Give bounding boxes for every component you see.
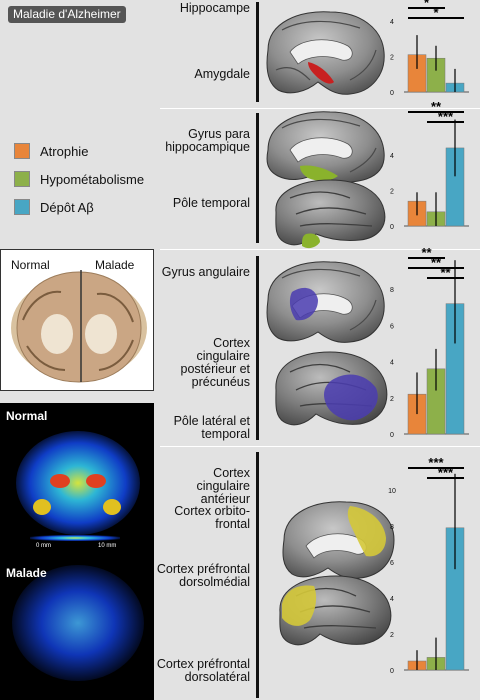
region-label-pole-lateral-temporal: Pôle latéral et temporal [173, 414, 250, 441]
highlight-prefrontal-dorsolateral [282, 585, 317, 626]
y-tick-label: 4 [390, 153, 394, 160]
significance-label: ** [431, 99, 442, 114]
y-tick-label: 8 [390, 524, 394, 531]
region-label-gyrus-angulaire: Gyrus angulaire [161, 265, 250, 279]
highlight-cingulaire-anterieur [347, 506, 386, 557]
pet-scan-panel: Normal 0 mm 10 mm Malade [0, 403, 154, 700]
panel-rule [256, 256, 259, 440]
legend-swatch-depot [14, 199, 30, 215]
separator [160, 446, 480, 447]
y-tick-label: 2 [390, 54, 394, 61]
region-label-cortex-prefrontal-dorsomedial: Cortex préfrontal dorsolmédial [156, 562, 250, 589]
separator [160, 108, 480, 109]
legend-item-depot: Dépôt Aβ [14, 199, 94, 215]
photo-label-normal: Normal [11, 258, 50, 272]
highlight-cingulaire-posterieur [289, 287, 318, 321]
pet-scale-max: 10 mm [98, 543, 117, 549]
y-tick-label: 2 [390, 632, 394, 639]
y-tick-label: 4 [390, 19, 394, 26]
pet-label-normal: Normal [6, 409, 48, 423]
significance-label: ** [440, 265, 451, 280]
highlight-pole-temporal [302, 233, 320, 249]
significance-label: ** [421, 245, 432, 260]
brain-photo [11, 270, 147, 383]
highlight-gyrus-para-hippocampique [300, 165, 338, 181]
page-title-text: Maladie d'Alzheimer [13, 7, 121, 21]
panel-rule [256, 2, 259, 102]
legend-item-hypometabolisme: Hypométabolisme [14, 171, 144, 187]
region-label-hippocampe: Hippocampe [179, 1, 250, 15]
legend-label-atrophie: Atrophie [40, 143, 89, 159]
region-label-cortex-prefrontal-dorsolateral: Cortex préfrontal dorsolatéral [156, 657, 250, 684]
region-label-pole-temporal: Pôle temporal [172, 196, 250, 210]
y-tick-label: 2 [390, 189, 394, 196]
region-label-cortex-cingulaire-anterieur: Cortex cingulaire antérieur [196, 466, 250, 506]
y-tick-label: 0 [390, 432, 394, 439]
pet-scale-min: 0 mm [36, 543, 51, 549]
y-tick-label: 10 [388, 488, 396, 495]
brain-lateral-view [275, 179, 386, 246]
legend-swatch-atrophie [14, 143, 30, 159]
significance-label: *** [428, 455, 444, 470]
y-tick-label: 4 [390, 596, 394, 603]
panel-rule [256, 113, 259, 243]
page-title: Maladie d'Alzheimer [8, 6, 126, 23]
y-tick-label: 6 [390, 323, 394, 330]
y-tick-label: 8 [390, 287, 394, 294]
significance-label: *** [438, 109, 454, 124]
pet-label-malade: Malade [6, 566, 47, 580]
y-tick-label: 6 [390, 560, 394, 567]
y-tick-label: 0 [390, 224, 394, 231]
region-label-gyrus-para-hippocampique: Gyrus para hippocampique [165, 127, 250, 154]
y-tick-label: 0 [390, 668, 394, 675]
significance-label: *** [438, 465, 454, 480]
brain-medial-view [266, 11, 385, 95]
legend-item-atrophie: Atrophie [14, 143, 88, 159]
legend-label-hypometabolisme: Hypométabolisme [40, 171, 145, 187]
panel-rule [256, 452, 259, 698]
region-label-amygdale: Amygdale [194, 67, 250, 81]
y-tick-label: 0 [390, 90, 394, 97]
brain-photo-panel: Normal Malade [0, 249, 154, 391]
legend-label-depot: Dépôt Aβ [40, 199, 94, 215]
significance-label: * [433, 5, 439, 20]
y-tick-label: 4 [390, 360, 394, 367]
separator [160, 249, 480, 250]
legend-swatch-hypometabolisme [14, 171, 30, 187]
region-label-cortex-cingulaire-posterieur: Cortex cingulaire postérieur et précunéu… [180, 336, 250, 389]
significance-label: ** [431, 255, 442, 270]
photo-label-malade: Malade [95, 258, 135, 272]
y-tick-label: 2 [390, 396, 394, 403]
highlight-pole-lateral-temporal [324, 374, 378, 421]
region-label-cortex-orbito-frontal: Cortex orbito-frontal [174, 504, 250, 531]
highlight-hippocampe [308, 62, 334, 84]
brain-medial-view [266, 111, 385, 183]
significance-label: * [424, 0, 430, 10]
pet-scans [12, 431, 144, 681]
